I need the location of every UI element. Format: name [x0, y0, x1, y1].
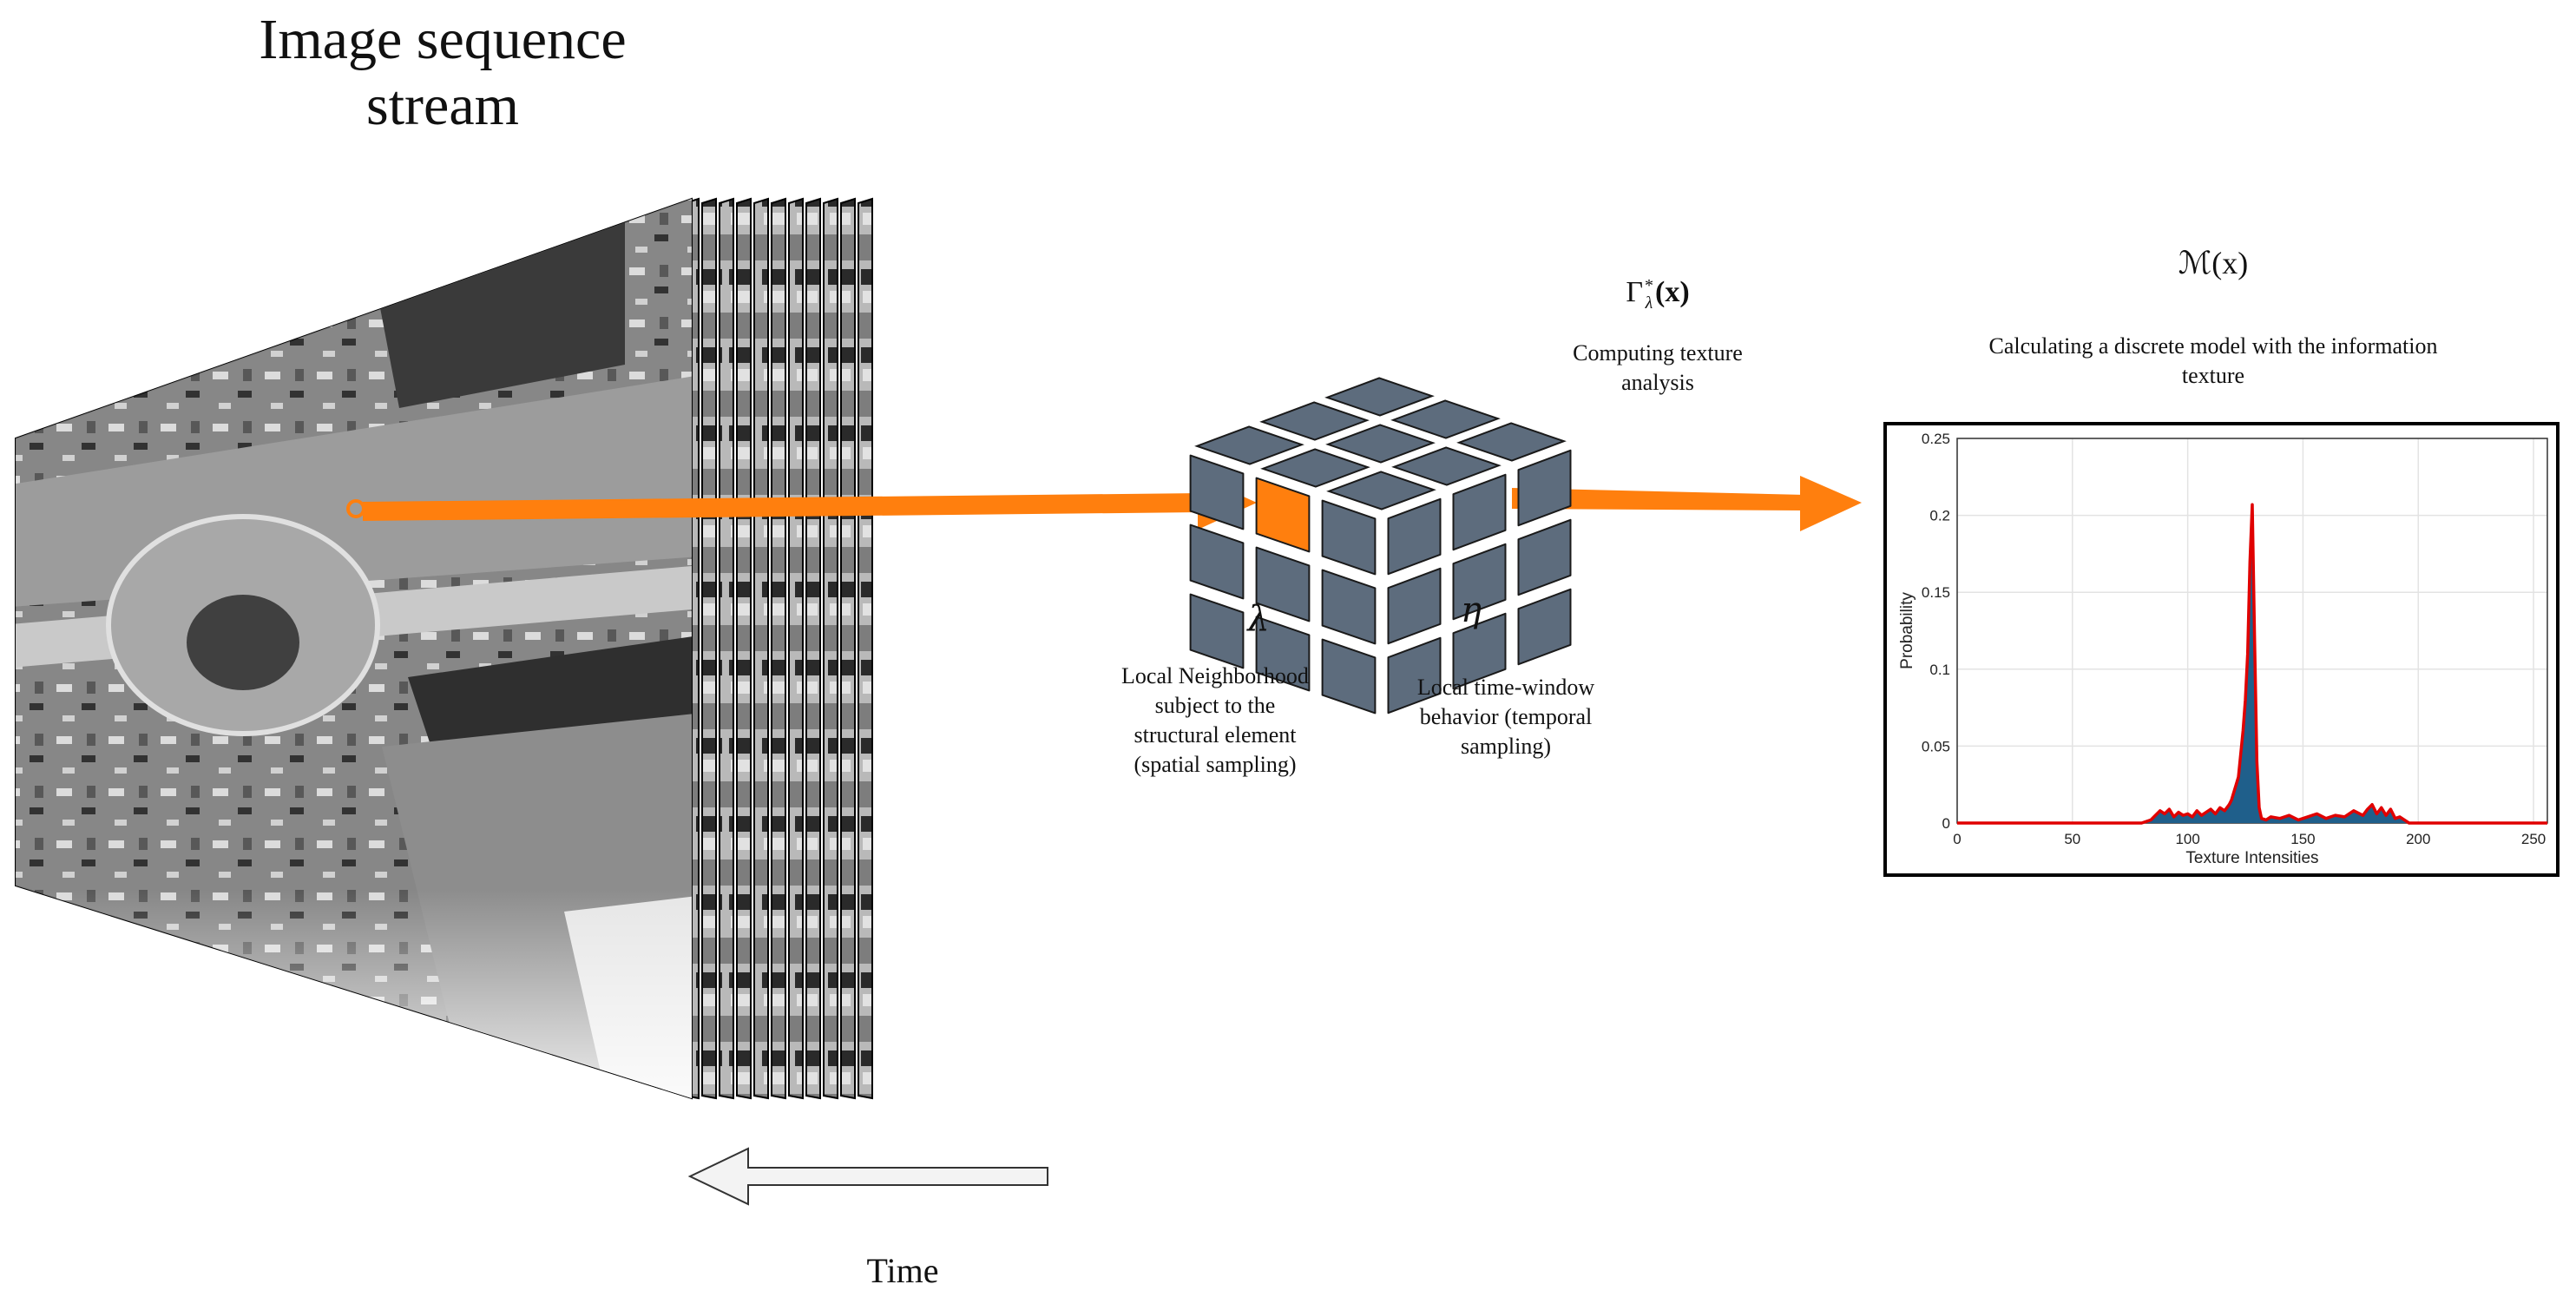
cube-top-cell: [1324, 377, 1435, 417]
temporal-line-2: behavior (temporal: [1419, 704, 1593, 729]
y-axis-label: Probability: [1898, 592, 1916, 669]
x-tick-label: 200: [2406, 831, 2430, 847]
image-frame-stack: [684, 197, 873, 1100]
cube-cell: [1387, 636, 1442, 715]
cube-top-cell: [1326, 471, 1436, 510]
lambda-label: λ: [1247, 599, 1270, 639]
temporal-sampling-caption: Local time-window behavior (temporal sam…: [1376, 673, 1636, 761]
gamma-base: Γ: [1626, 276, 1643, 308]
cube-cell: [1452, 543, 1507, 621]
cube-top-cell: [1260, 448, 1370, 488]
y-tick-label: 0.15: [1922, 584, 1950, 601]
model-caption: Calculating a discrete model with the in…: [1927, 332, 2500, 391]
histogram-chart: 0 50 100 150 200 250 0 0.05 0.1 0.15 0.2 0.25Textur…: [1883, 422, 2560, 877]
texture-caption-line-2: analysis: [1621, 370, 1694, 395]
cube-cell: [1452, 612, 1507, 690]
cube-cell: [1387, 497, 1442, 576]
texture-caption: Computing texture analysis: [1545, 339, 1771, 398]
texture-caption-line-1: Computing texture: [1573, 340, 1743, 366]
cube-cell: [1321, 638, 1377, 715]
frame-slice: [858, 197, 873, 1100]
time-label: Time: [866, 1251, 939, 1290]
gamma-sub: λ: [1645, 293, 1653, 313]
gamma-sup: *: [1645, 276, 1653, 296]
aerial-image-frame: [15, 197, 693, 1100]
histogram-bars: [1957, 504, 2547, 823]
cube-top-cell: [1390, 399, 1501, 439]
cube-cell: [1189, 454, 1245, 530]
histogram-envelope: [1957, 503, 2547, 825]
y-tick-label: 0: [1942, 815, 1950, 832]
cube-cell: [1387, 567, 1442, 645]
cube-top-cell: [1325, 424, 1436, 464]
cube-cell: [1517, 588, 1572, 666]
x-tick-label: 150: [2290, 831, 2315, 847]
frame-slice: [823, 197, 838, 1100]
time-arrow: [687, 1147, 1048, 1206]
texture-symbol: Γ*λ(x): [1571, 276, 1745, 312]
frame-slice: [736, 197, 752, 1100]
temporal-line-1: Local time-window: [1416, 675, 1595, 700]
sampled-voxel: [1255, 477, 1311, 553]
spatial-sampling-caption: Local Neighborhood subject to the struct…: [1085, 662, 1345, 780]
title-line-2: stream: [366, 74, 519, 137]
x-tick-label: 0: [1953, 831, 1961, 847]
model-caption-line-2: texture: [2181, 363, 2245, 388]
x-tick-label: 50: [2064, 831, 2080, 847]
title-line-1: Image sequence: [259, 8, 627, 71]
cube-cell: [1517, 449, 1572, 527]
x-axis-label: Texture Intensities: [2185, 849, 2318, 867]
frame-slice: [840, 197, 856, 1100]
y-tick-label: 0.1: [1929, 662, 1950, 678]
cube-top-cell: [1456, 422, 1567, 462]
cube-cell: [1189, 593, 1245, 669]
spatial-line-2: subject to the: [1154, 693, 1276, 718]
temporal-line-3: sampling): [1461, 734, 1551, 759]
x-tick-label: 250: [2521, 831, 2546, 847]
spatial-line-3: structural element: [1134, 722, 1297, 747]
cube-cell: [1255, 616, 1311, 692]
frame-slice: [753, 197, 769, 1100]
cube-cell: [1255, 546, 1311, 622]
gamma-arg: (x): [1655, 276, 1690, 308]
spatial-line-4: (spatial sampling): [1134, 752, 1297, 777]
y-tick-label: 0.25: [1922, 431, 1950, 447]
frame-slice: [771, 197, 786, 1100]
cube-cell: [1517, 518, 1572, 596]
model-symbol: ℳ(x): [2178, 246, 2249, 280]
cube-cell: [1321, 499, 1377, 576]
cube-top-cell: [1194, 425, 1304, 465]
model-caption-line-1: Calculating a discrete model with the in…: [1988, 333, 2438, 359]
spatial-line-1: Local Neighborhood: [1121, 663, 1309, 688]
frame-slice: [788, 197, 804, 1100]
frame-slice: [701, 197, 717, 1100]
cube-top-cell: [1391, 446, 1502, 486]
cube-cell: [1321, 569, 1377, 645]
cube-cell: [1189, 524, 1245, 600]
frame-slice: [805, 197, 821, 1100]
eta-label: η: [1461, 590, 1482, 630]
cube-cell: [1452, 473, 1507, 551]
structural-element-cube: [1189, 377, 1572, 715]
y-tick-label: 0.2: [1929, 508, 1950, 524]
texture-arrow: [1512, 476, 1862, 531]
x-tick-label: 100: [2175, 831, 2199, 847]
frame-slice: [719, 197, 734, 1100]
cube-top-cell: [1259, 401, 1370, 441]
title: Image sequence stream: [174, 7, 712, 139]
histogram-plot: 0 50 100 150 200 250 0 0.05 0.1 0.15 0.2 0.25Textur…: [1898, 431, 2548, 867]
y-tick-label: 0.05: [1922, 738, 1950, 754]
